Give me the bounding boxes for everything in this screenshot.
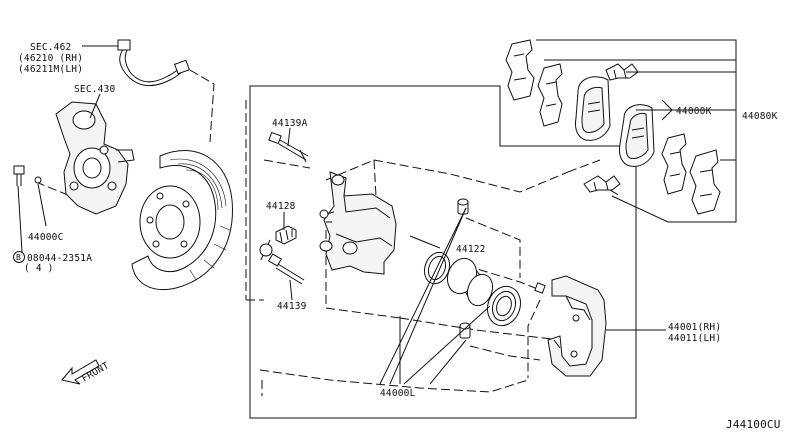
callout-bolt-line1: 08044-2351A bbox=[27, 253, 92, 264]
callout-44122: 44122 bbox=[456, 244, 486, 255]
callout-bolt-line2: ( 4 ) bbox=[24, 263, 54, 274]
steering-knuckle bbox=[55, 101, 135, 215]
callout-sec462-line1: SEC.462 bbox=[30, 42, 71, 53]
callout-44139: 44139 bbox=[277, 301, 307, 312]
front-arrow-icon bbox=[61, 359, 100, 385]
boot-44128 bbox=[275, 225, 297, 245]
callout-44000k: 44000K bbox=[676, 106, 712, 117]
callout-44080k: 44080K bbox=[742, 111, 778, 122]
shim-outer-2 bbox=[537, 63, 563, 127]
bolt-44000c bbox=[13, 165, 42, 186]
dust-shield bbox=[131, 150, 233, 290]
callout-44000c: 44000C bbox=[28, 232, 64, 243]
shim-outer-1 bbox=[505, 39, 535, 101]
slide-pin-44139a bbox=[268, 131, 309, 163]
callout-sec462-line3: (46211M(LH) bbox=[18, 64, 83, 75]
bolt-circle-letter: B bbox=[16, 253, 21, 262]
pad-clips bbox=[583, 63, 639, 193]
brake-hose bbox=[117, 39, 190, 87]
piston bbox=[446, 257, 494, 307]
callout-44001-line2: 44011(LH) bbox=[668, 333, 721, 344]
caliper-body bbox=[319, 171, 397, 275]
callout-44139a: 44139A bbox=[272, 118, 308, 129]
callout-44001-line1: 44001(RH) bbox=[668, 322, 721, 333]
caliper-bracket bbox=[547, 275, 607, 377]
callout-44000l: 44000L bbox=[380, 388, 416, 399]
shim-inner-2 bbox=[689, 149, 721, 215]
assembly-dashed-lines bbox=[35, 69, 621, 396]
callout-44128: 44128 bbox=[266, 201, 296, 212]
bolt-circle-marker bbox=[13, 251, 25, 263]
drawing-code: J44100CU bbox=[726, 418, 781, 431]
brake-pad-outer bbox=[575, 76, 611, 141]
bleeder-cap bbox=[459, 322, 471, 339]
slide-pin-44139 bbox=[259, 243, 305, 285]
callout-sec430: SEC.430 bbox=[74, 84, 116, 95]
leader-lines bbox=[17, 39, 737, 385]
guide-pin-small bbox=[534, 282, 546, 294]
bleeder-screw bbox=[457, 198, 469, 215]
shim-inner-1 bbox=[661, 133, 687, 195]
brake-pad-inner bbox=[619, 104, 655, 167]
callout-sec462-line2: (46210 (RH) bbox=[18, 53, 83, 64]
labels: SEC.462 (46210 (RH) (46211M(LH) SEC.430 … bbox=[13, 42, 781, 431]
piston-boot bbox=[486, 285, 522, 327]
